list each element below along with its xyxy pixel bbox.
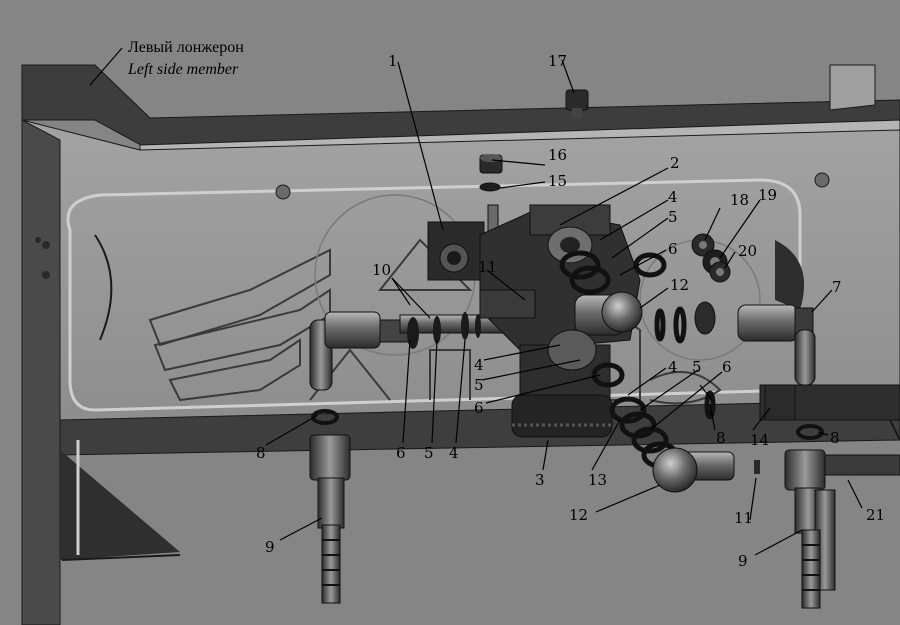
callout-14: 14 xyxy=(750,431,769,449)
callout-11-top: 11 xyxy=(478,258,497,276)
callout-labels: 1 2 3 4 5 6 7 8 9 10 11 12 13 14 15 16 1… xyxy=(256,52,885,570)
callout-1: 1 xyxy=(388,52,398,70)
callout-5-bottom: 5 xyxy=(424,444,434,462)
callout-9-right: 9 xyxy=(738,552,748,570)
callout-17: 17 xyxy=(548,52,567,70)
callout-8-center: 8 xyxy=(716,429,726,447)
callout-21: 21 xyxy=(866,506,885,524)
elbow-fitting-left xyxy=(309,311,516,391)
leader-lines xyxy=(89,47,863,556)
callout-5-mid: 5 xyxy=(474,376,484,394)
callout-4-right: 4 xyxy=(668,358,678,376)
callout-19: 19 xyxy=(758,186,777,204)
callout-10: 10 xyxy=(372,261,391,279)
callout-6-right: 6 xyxy=(722,358,732,376)
callout-11-bottom: 11 xyxy=(734,509,753,527)
left-side-member xyxy=(21,64,900,625)
callout-18: 18 xyxy=(730,191,749,209)
nut-part-16 xyxy=(479,154,503,174)
connector-part-9-left xyxy=(309,434,351,604)
washer-part-15 xyxy=(479,182,501,192)
bolt-part-17 xyxy=(565,89,589,118)
callout-12-bottom: 12 xyxy=(569,506,588,524)
callout-6-bottom: 6 xyxy=(396,444,406,462)
callout-8-left: 8 xyxy=(256,444,266,462)
callout-20: 20 xyxy=(738,242,757,260)
callout-16: 16 xyxy=(548,146,567,164)
callout-5-right: 5 xyxy=(692,358,702,376)
callout-4-mid: 4 xyxy=(474,356,484,374)
caption-label-ru: Левый лонжерон xyxy=(128,39,244,56)
washer-part-8 xyxy=(311,409,824,440)
callout-7-right: 7 xyxy=(832,278,842,296)
callout-12-top: 12 xyxy=(670,276,689,294)
fitting-part-14 xyxy=(764,384,796,421)
elbow-fitting-right xyxy=(737,304,816,386)
connector-part-9-right xyxy=(784,449,836,609)
pin-part-11 xyxy=(754,460,760,474)
callout-5-top: 5 xyxy=(668,208,678,226)
fitting-part-12 xyxy=(652,447,735,493)
callout-2: 2 xyxy=(670,154,680,172)
callout-4-top: 4 xyxy=(668,188,678,206)
callout-6-top: 6 xyxy=(668,240,678,258)
callout-15: 15 xyxy=(548,172,567,190)
callout-9-left: 9 xyxy=(265,538,275,556)
sealing-rings xyxy=(559,250,716,469)
callout-4-bottom: 4 xyxy=(449,444,459,462)
callout-6-mid: 6 xyxy=(474,399,484,417)
callout-13: 13 xyxy=(588,471,607,489)
valve-assembly xyxy=(427,204,643,438)
callout-8-right: 8 xyxy=(830,429,840,447)
caption-label-en: Left side member xyxy=(127,61,239,78)
callout-3: 3 xyxy=(535,471,545,489)
